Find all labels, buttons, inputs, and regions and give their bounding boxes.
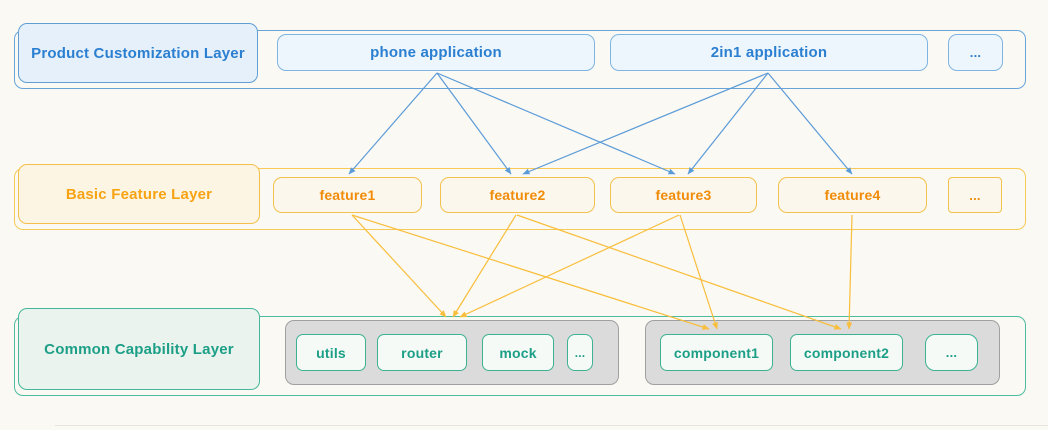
- edge-feature4-to-component2: [846, 214, 853, 330]
- node-2in1-application: 2in1 application: [610, 34, 928, 71]
- edge-feature1-to-component1: [351, 214, 710, 330]
- node-utils-ellipsis: ...: [567, 334, 593, 371]
- node-feature1: feature1: [273, 177, 422, 213]
- node-phone-application: phone application: [277, 34, 595, 71]
- node-utils: utils: [296, 334, 366, 371]
- node-feature3: feature3: [610, 177, 757, 213]
- node-feature-ellipsis: ...: [948, 177, 1002, 213]
- product-layer-label: Product Customization Layer: [18, 23, 258, 83]
- bottom-edge-line: [55, 425, 1048, 426]
- edge-feature2-to-utils-group: [452, 214, 517, 318]
- edge-feature1-to-utils-group: [351, 214, 447, 318]
- node-router: router: [377, 334, 467, 371]
- node-feature4: feature4: [778, 177, 927, 213]
- edge-feature3-to-component1: [679, 214, 718, 330]
- feature-layer-label: Basic Feature Layer: [18, 164, 260, 224]
- node-feature2: feature2: [440, 177, 595, 213]
- node-components-ellipsis: ...: [925, 334, 978, 371]
- common-layer-label: Common Capability Layer: [18, 308, 260, 390]
- edge-feature3-to-utils-group: [459, 214, 680, 318]
- node-component1: component1: [660, 334, 773, 371]
- edge-feature2-to-component2: [516, 214, 842, 330]
- node-product-ellipsis: ...: [948, 34, 1003, 71]
- node-mock: mock: [482, 334, 554, 371]
- node-component2: component2: [790, 334, 903, 371]
